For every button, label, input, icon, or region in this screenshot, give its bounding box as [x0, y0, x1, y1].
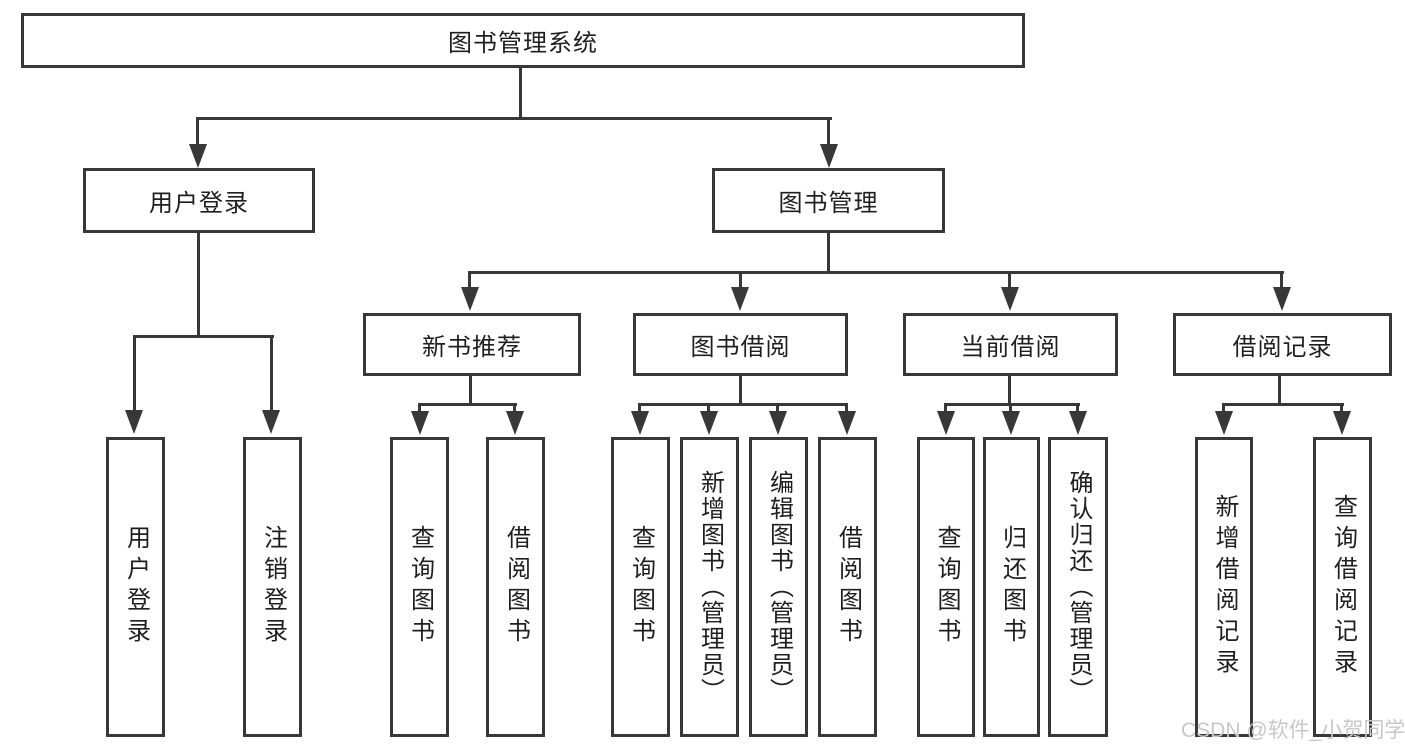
arrow-down-icon	[262, 410, 280, 434]
connector-line	[1076, 403, 1079, 412]
node-current-borrowing: 当前借阅	[903, 313, 1118, 376]
node-borrow-books-recommend: 借阅图书	[486, 437, 545, 737]
connector-line	[469, 374, 472, 405]
connector-line	[270, 335, 273, 410]
connector-line	[827, 117, 830, 146]
node-library-management-system: 图书管理系统	[21, 13, 1025, 68]
connector-line	[1278, 374, 1281, 405]
node-book-management: 图书管理	[712, 168, 945, 233]
node-new-book-recommend: 新书推荐	[363, 313, 581, 376]
arrow-down-icon	[1215, 411, 1233, 435]
arrow-down-icon	[1069, 411, 1087, 435]
node-user-login-action: 用户登录	[106, 437, 165, 737]
connector-line	[418, 403, 517, 406]
connector-line	[944, 403, 1080, 406]
node-query-books-recommend: 查询图书	[390, 437, 449, 737]
connector-line	[196, 117, 832, 120]
node-logout-action: 注销登录	[243, 437, 302, 737]
connector-line	[827, 233, 830, 273]
connector-line	[1008, 271, 1011, 287]
node-book-borrowing: 图书借阅	[633, 313, 848, 376]
node-add-borrow-record: 新增借阅记录	[1195, 437, 1253, 737]
connector-line	[197, 233, 200, 337]
arrow-down-icon	[820, 144, 838, 168]
node-query-books-borrowing: 查询图书	[611, 437, 670, 737]
connector-line	[468, 271, 471, 287]
connector-line	[133, 335, 136, 410]
arrow-down-icon	[631, 411, 649, 435]
node-return-books: 归还图书	[983, 437, 1040, 737]
csdn-watermark: CSDN @软件_小贺同学	[1181, 719, 1405, 742]
node-confirm-return-admin: 确认归还（管理员）	[1048, 437, 1108, 737]
arrow-down-icon	[411, 411, 429, 435]
arrow-down-icon	[838, 411, 856, 435]
connector-line	[1008, 374, 1011, 405]
arrow-down-icon	[1002, 411, 1020, 435]
connector-line	[133, 335, 274, 338]
connector-line	[638, 403, 848, 406]
node-user-login: 用户登录	[83, 168, 315, 233]
node-borrowing-records: 借阅记录	[1173, 313, 1392, 376]
connector-line	[739, 374, 742, 405]
node-query-borrow-record: 查询借阅记录	[1313, 437, 1372, 737]
connector-line	[776, 403, 779, 412]
arrow-down-icon	[189, 144, 207, 168]
node-query-books-current: 查询图书	[917, 437, 975, 737]
connector-line	[519, 66, 522, 119]
arrow-down-icon	[937, 411, 955, 435]
connector-line	[707, 403, 710, 412]
arrow-down-icon	[461, 287, 479, 311]
arrow-down-icon	[731, 287, 749, 311]
connector-line	[638, 403, 641, 412]
connector-line	[468, 271, 1284, 274]
arrow-down-icon	[125, 410, 143, 434]
connector-line	[513, 403, 516, 412]
arrow-down-icon	[700, 411, 718, 435]
arrow-down-icon	[1001, 287, 1019, 311]
connector-line	[1222, 403, 1344, 406]
arrow-down-icon	[1333, 411, 1351, 435]
connector-line	[845, 403, 848, 412]
arrow-down-icon	[769, 411, 787, 435]
arrow-down-icon	[1273, 287, 1291, 311]
connector-line	[1340, 403, 1343, 412]
connector-line	[739, 271, 742, 287]
node-edit-books-admin: 编辑图书（管理员）	[749, 437, 808, 737]
connector-line	[944, 403, 947, 412]
node-borrow-books-borrowing: 借阅图书	[818, 437, 877, 737]
connector-line	[196, 117, 199, 146]
connector-line	[1222, 403, 1225, 412]
connector-line	[1009, 403, 1012, 412]
arrow-down-icon	[506, 411, 524, 435]
node-add-books-admin: 新增图书（管理员）	[680, 437, 739, 737]
connector-line	[1280, 271, 1283, 287]
connector-line	[418, 403, 421, 412]
